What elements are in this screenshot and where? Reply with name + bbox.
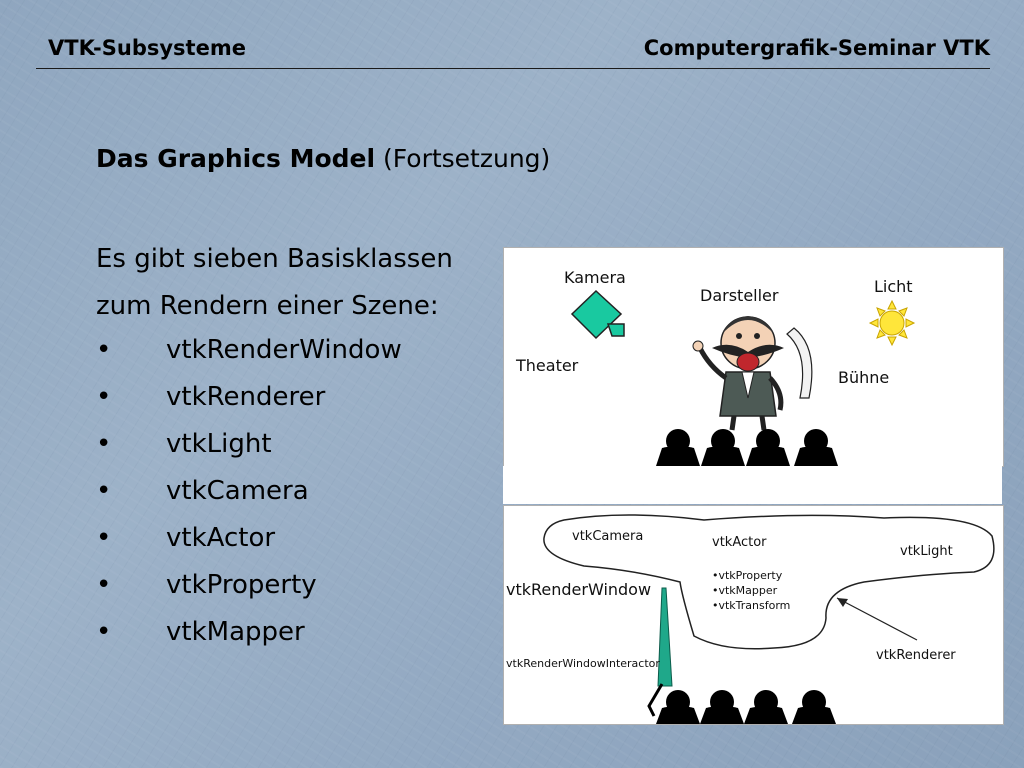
camera-icon — [570, 289, 625, 340]
class-list: •vtkRenderWindow •vtkRenderer •vtkLight … — [96, 330, 402, 659]
list-item-text: vtkMapper — [166, 617, 305, 647]
audience-silhouettes — [656, 429, 838, 466]
label-vtkrenderer: vtkRenderer — [876, 648, 956, 663]
label-darsteller: Darsteller — [700, 286, 779, 305]
label-vtklight: vtkLight — [900, 544, 953, 559]
label-buehne: Bühne — [838, 368, 890, 387]
list-item-text: vtkLight — [166, 429, 272, 459]
intro-line-2: zum Rendern einer Szene: — [96, 291, 439, 321]
slide-title-bold: Das Graphics Model — [96, 144, 376, 173]
label-vtkactor: vtkActor — [712, 535, 767, 550]
bullet-marker: • — [96, 570, 112, 600]
actor-illustration — [692, 316, 813, 431]
sun-icon — [868, 299, 916, 347]
slide-title-suffix: (Fortsetzung) — [375, 144, 551, 173]
list-item: • vtkLight — [96, 424, 402, 471]
list-item-text: vtkRenderer — [166, 382, 326, 412]
list-item-text: vtkRenderWindow — [166, 335, 402, 365]
label-theater: Theater — [516, 356, 579, 375]
list-item: • vtkCamera — [96, 471, 402, 518]
list-item: • vtkProperty — [96, 565, 402, 612]
bullet-marker: • — [96, 523, 112, 553]
label-vtkcamera: vtkCamera — [572, 529, 644, 544]
header-divider — [36, 68, 990, 69]
intro-text: Es gibt sieben Basisklassen zum Rendern … — [96, 236, 496, 330]
label-kamera: Kamera — [564, 268, 626, 287]
bullet-marker: • — [96, 476, 112, 506]
slide-title: Das Graphics Model (Fortsetzung) — [96, 144, 550, 173]
actor-part: •vtkTransform — [712, 599, 791, 612]
vtk-figure: vtkCamera vtkActor vtkLight vtkRenderWin… — [503, 505, 1004, 725]
list-item-text: vtkProperty — [166, 570, 317, 600]
intro-line-1: Es gibt sieben Basisklassen — [96, 244, 453, 274]
interactor-icon — [657, 587, 673, 687]
header-left-title: VTK-Subsysteme — [48, 36, 246, 60]
audience-silhouettes — [656, 690, 836, 724]
renderer-outline — [543, 514, 995, 650]
renderer-arrow — [836, 597, 918, 641]
bullet-marker: • — [96, 382, 112, 412]
bullet-marker: • — [96, 429, 112, 459]
list-item: • vtkRenderWindow — [96, 330, 402, 377]
header-right-title: Computergrafik-Seminar VTK — [643, 36, 990, 60]
list-item: • vtkActor — [96, 518, 402, 565]
list-item: • vtkMapper — [96, 612, 402, 659]
list-item: • vtkRenderer — [96, 377, 402, 424]
actor-part: •vtkProperty — [712, 569, 783, 582]
bullet-marker: • — [96, 335, 112, 365]
figure-gap — [503, 466, 1002, 504]
theater-drawing — [570, 289, 916, 466]
bullet-marker: • — [96, 617, 112, 647]
theater-figure: Kamera Darsteller Licht Theater Bühne — [503, 247, 1004, 467]
label-licht: Licht — [874, 277, 913, 296]
actor-parts: •vtkProperty •vtkMapper •vtkTransform — [712, 568, 790, 613]
actor-part: •vtkMapper — [712, 584, 778, 597]
label-vtkrenderwindow: vtkRenderWindow — [506, 580, 652, 599]
label-interactor: vtkRenderWindowInteractor — [506, 657, 660, 670]
list-item-text: vtkActor — [166, 523, 276, 553]
vtk-drawing — [543, 514, 995, 724]
list-item-text: vtkCamera — [166, 476, 309, 506]
